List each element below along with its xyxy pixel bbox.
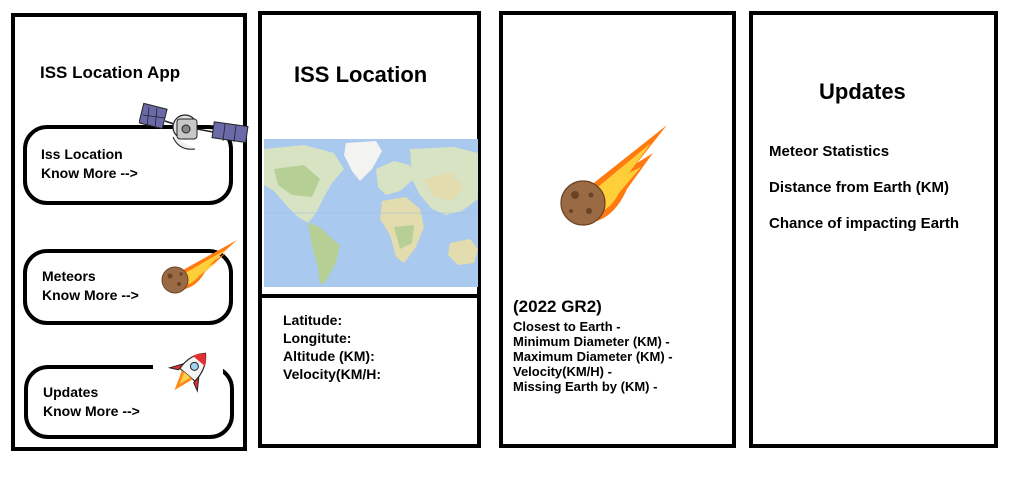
page-title: Updates bbox=[819, 79, 906, 104]
iss-location-panel: ISS Location Latitude: Longitute: A bbox=[258, 11, 481, 448]
updates-panel: Updates Meteor Statistics Distance from … bbox=[749, 11, 998, 448]
meteor-icon bbox=[560, 125, 667, 226]
min-diameter-label: Minimum Diameter (KM) - bbox=[513, 334, 670, 349]
meteor-icon bbox=[161, 240, 237, 294]
menu-card-iss-location[interactable]: Iss Location Know More --> bbox=[23, 125, 233, 205]
rocket-icon bbox=[153, 345, 223, 403]
menu-item-label: Updates bbox=[43, 384, 99, 400]
max-diameter-label: Maximum Diameter (KM) - bbox=[513, 349, 673, 364]
satellite-icon bbox=[139, 102, 249, 150]
update-item-impact-chance[interactable]: Chance of impacting Earth bbox=[769, 215, 960, 232]
know-more-link[interactable]: Know More --> bbox=[43, 403, 140, 419]
velocity-label: Velocity(KM/H: bbox=[283, 366, 382, 382]
menu-item-label: Iss Location bbox=[41, 146, 123, 162]
world-map-image bbox=[264, 139, 478, 287]
know-more-link[interactable]: Know More --> bbox=[41, 165, 138, 181]
home-panel: ISS Location App Iss Location Know More … bbox=[11, 13, 249, 451]
menu-item-label: Meteors bbox=[42, 268, 96, 284]
velocity-label: Velocity(KM/H) - bbox=[513, 364, 612, 379]
menu-card-meteors[interactable]: Meteors Know More --> bbox=[23, 249, 233, 325]
meteor-panel: (2022 GR2) Closest to Earth - Minimum Di… bbox=[499, 11, 736, 448]
longitude-label: Longitute: bbox=[283, 330, 352, 346]
latitude-label: Latitude: bbox=[283, 312, 343, 328]
update-item-meteor-statistics[interactable]: Meteor Statistics bbox=[769, 143, 890, 160]
altitude-label: Altitude (KM): bbox=[283, 348, 375, 364]
app-title: ISS Location App bbox=[40, 63, 181, 82]
page-title: ISS Location bbox=[294, 62, 428, 87]
world-map[interactable] bbox=[264, 139, 478, 287]
closest-to-earth-label: Closest to Earth - bbox=[513, 319, 621, 334]
know-more-link[interactable]: Know More --> bbox=[42, 287, 139, 303]
update-item-distance[interactable]: Distance from Earth (KM) bbox=[769, 179, 950, 196]
meteor-name: (2022 GR2) bbox=[513, 297, 602, 316]
missing-earth-label: Missing Earth by (KM) - bbox=[513, 379, 658, 394]
map-divider bbox=[262, 294, 477, 298]
